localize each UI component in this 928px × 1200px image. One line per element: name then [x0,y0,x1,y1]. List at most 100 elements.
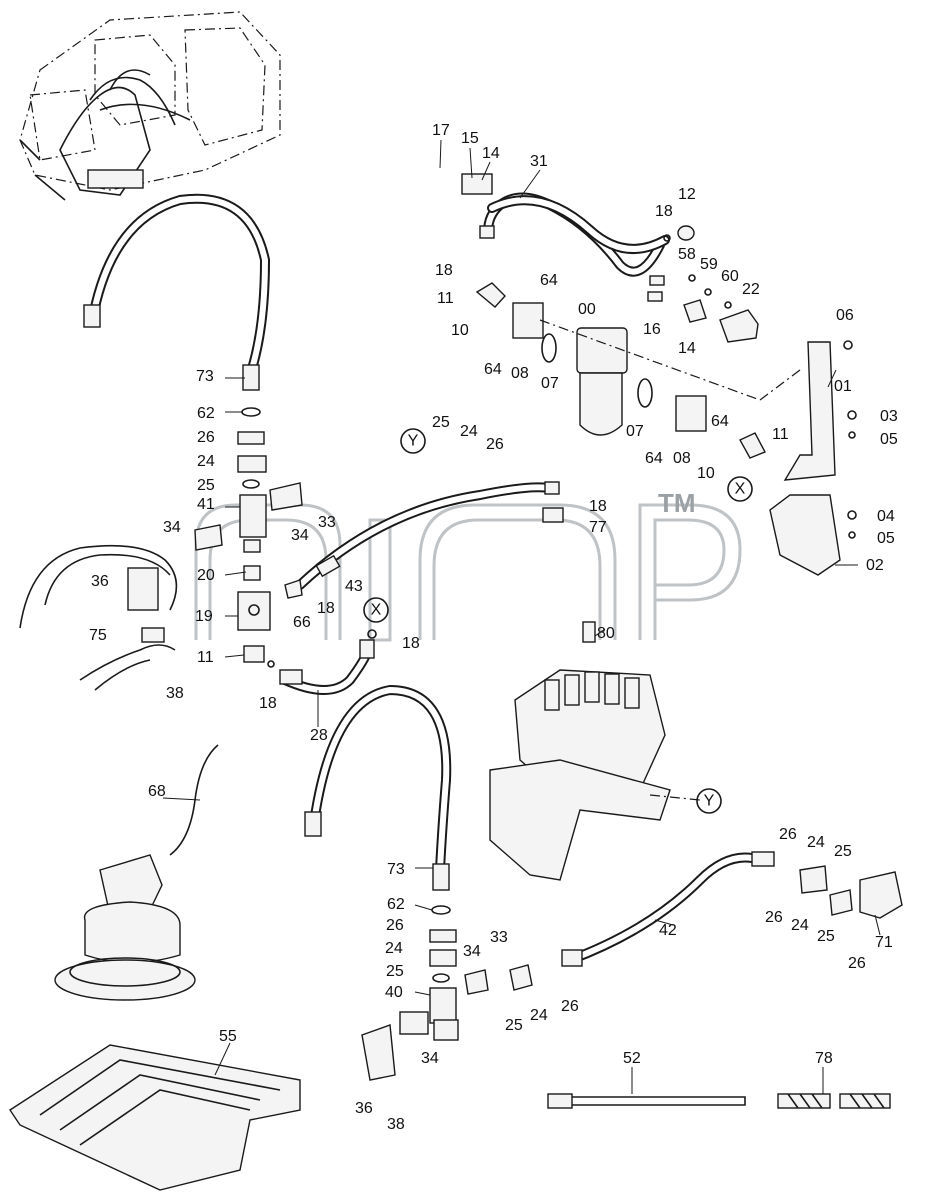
ref-marker-x-left-label: X [371,602,382,619]
callout-25f: 25 [505,1017,523,1034]
callout-60: 60 [721,268,739,285]
callout-62b: 62 [387,896,405,913]
ref-marker-y-upper: Y [400,428,426,454]
callout-24d: 24 [791,917,809,934]
callout-80: 80 [597,625,615,642]
callout-10: 10 [451,322,469,339]
callout-25d: 25 [817,928,835,945]
callout-20: 20 [197,567,215,584]
swing-motor [54,744,219,1001]
callout-31: 31 [530,153,548,170]
callout-64b: 64 [484,361,502,378]
callout-28: 28 [310,727,328,744]
callout-58: 58 [678,246,696,263]
callout-26: 26 [486,436,504,453]
callout-26c: 26 [779,826,797,843]
callout-62: 62 [197,405,215,422]
bracket-01 [769,340,857,576]
ref-marker-x-right-label: X [735,481,746,498]
callout-08b: 08 [673,450,691,467]
callout-33b: 33 [490,929,508,946]
callout-10b: 10 [697,465,715,482]
callout-26e: 26 [386,917,404,934]
callout-18f: 18 [259,695,277,712]
callout-71: 71 [875,934,893,951]
callout-11b: 11 [772,426,789,443]
callout-38b: 38 [387,1116,405,1133]
callout-18: 18 [655,203,673,220]
callout-14b: 14 [678,340,696,357]
callout-24f: 24 [530,1007,548,1024]
callout-04: 04 [877,508,895,525]
callout-59: 59 [700,256,718,273]
callout-03: 03 [880,408,898,425]
callout-06: 06 [836,307,854,324]
callout-73b: 73 [387,861,405,878]
callout-33: 33 [318,514,336,531]
callout-66: 66 [293,614,311,631]
leader-lines [162,139,881,1094]
callout-64d: 64 [645,450,663,467]
callout-19: 19 [195,608,213,625]
bracket-36-lower [361,1011,429,1081]
ref-marker-y-lower: Y [696,788,722,814]
callout-36: 36 [91,573,109,590]
filter-00 [475,282,801,459]
callout-34c: 34 [463,943,481,960]
hoses-43-28 [267,481,564,695]
excavator-overview [19,11,281,201]
callout-labels: 17 15 14 31 12 18 58 59 60 22 18 64 11 0… [89,122,898,1133]
callout-11c: 11 [197,649,214,666]
callout-01: 01 [834,378,852,395]
ref-marker-x-left: X [363,597,389,623]
callout-38: 38 [166,685,184,702]
callout-75: 75 [89,627,107,644]
ref-marker-y-upper-label: Y [408,433,419,450]
harness-left [19,482,303,691]
ref-marker-y-lower-label: Y [704,793,715,810]
hose-73-upper [83,193,271,663]
callout-25: 25 [432,414,450,431]
callout-18c: 18 [589,498,607,515]
callout-55: 55 [219,1028,237,1045]
callout-24c: 24 [807,834,825,851]
callout-18b: 18 [435,262,453,279]
callout-34: 34 [163,519,181,536]
callout-07: 07 [541,375,559,392]
callout-08: 08 [511,365,529,382]
callout-05b: 05 [877,530,895,547]
callout-15: 15 [461,130,479,147]
hose-73-lower [304,684,459,1041]
callout-14: 14 [482,145,500,162]
callout-52: 52 [623,1050,641,1067]
callout-07b: 07 [626,423,644,440]
callout-16: 16 [643,321,661,338]
callout-73: 73 [196,368,214,385]
cable-tie [547,1093,746,1109]
callout-11: 11 [437,290,454,307]
watermark-logo: TM [194,488,742,642]
callout-64: 64 [540,272,558,289]
callout-22: 22 [742,281,760,298]
callout-25b: 25 [197,477,215,494]
callout-18e: 18 [402,635,420,652]
floor-mat [9,1044,301,1191]
callout-26f: 26 [848,955,866,972]
callout-17: 17 [432,122,450,139]
callout-24b: 24 [197,453,215,470]
callout-05: 05 [880,431,898,448]
callout-34b: 34 [291,527,309,544]
callout-18d: 18 [317,600,335,617]
callout-12: 12 [678,186,696,203]
callout-34d: 34 [421,1050,439,1067]
callout-02: 02 [866,557,884,574]
hose-42 [464,851,903,995]
callout-40: 40 [385,984,403,1001]
callout-43: 43 [345,578,363,595]
sleeve [777,1093,891,1109]
callout-64c: 64 [711,413,729,430]
callout-78: 78 [815,1050,833,1067]
control-valve-block [489,621,701,881]
callout-41: 41 [197,496,215,513]
